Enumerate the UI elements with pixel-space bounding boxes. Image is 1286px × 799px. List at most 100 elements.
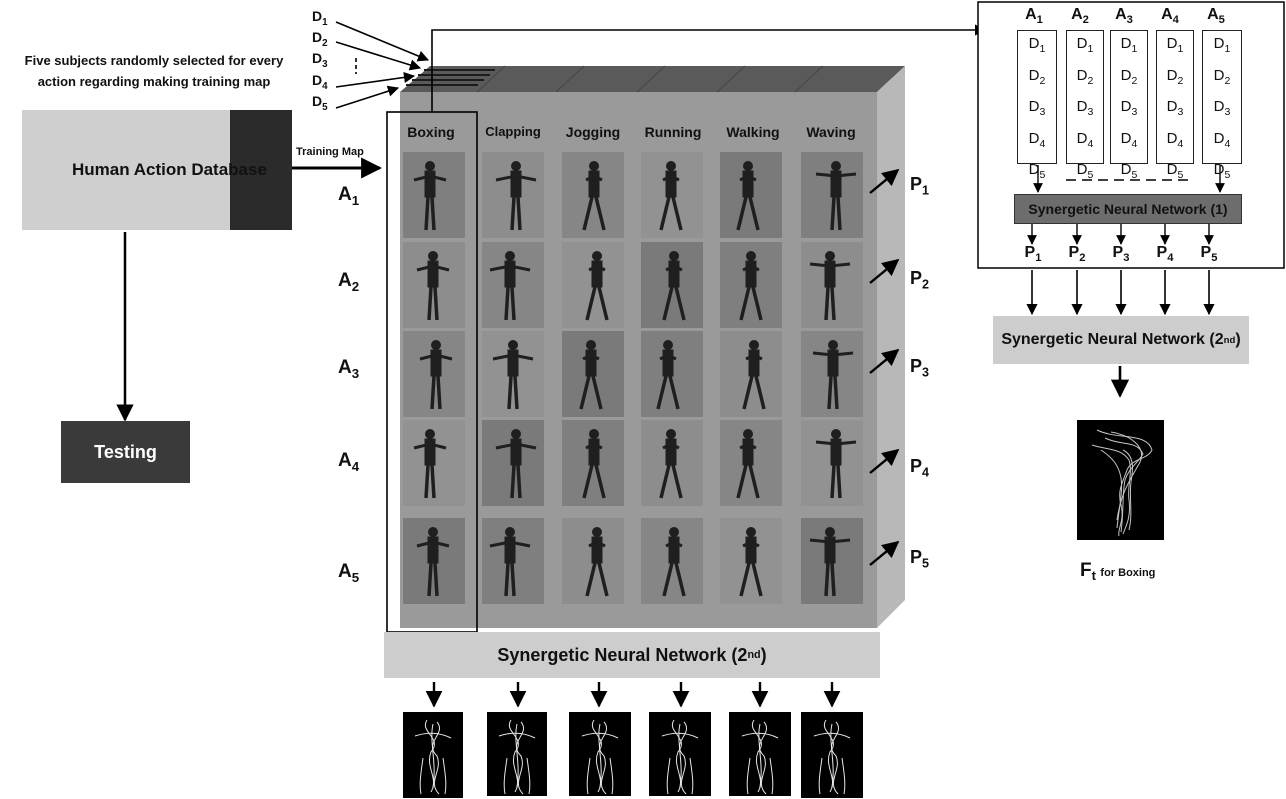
inset-d-value: D1	[1166, 35, 1184, 55]
inset-d-value: D1	[1076, 35, 1094, 55]
inset-d-value: D5	[1028, 161, 1046, 181]
inset-d-value: D1	[1028, 35, 1046, 55]
ft-caption: Ft for Boxing	[1080, 560, 1156, 584]
inset-a1: A1	[1025, 6, 1043, 27]
column-header-clapping: Clapping	[485, 124, 541, 139]
person-silhouette	[656, 340, 680, 410]
person-silhouette	[809, 251, 851, 321]
frame-walking-a2	[720, 242, 782, 328]
person-silhouette	[413, 161, 447, 231]
snn1-box: Synergetic Neural Network (1)	[1014, 194, 1242, 224]
person-silhouette	[815, 429, 857, 499]
frame-waving-a3	[801, 331, 863, 417]
person-silhouette	[739, 527, 763, 597]
inset-d-value: D5	[1213, 161, 1231, 181]
testing-label: Testing	[94, 441, 157, 462]
frame-boxing-a1	[403, 152, 465, 238]
inset-d-value: D5	[1120, 161, 1138, 181]
note-line-1: Five subjects randomly selected for ever…	[24, 53, 284, 68]
inset-d-value: D3	[1120, 98, 1138, 118]
frame-running-a2	[641, 242, 703, 328]
p-label-3: P3	[910, 356, 930, 380]
inset-d-value: D4	[1166, 129, 1184, 150]
inset-p-row: P1 P2 P3 P4 P5	[1014, 244, 1244, 266]
frame-jogging-a4	[562, 420, 624, 506]
frame-clapping-a3	[482, 331, 544, 417]
frame-walking-a5	[720, 518, 782, 604]
d-input-list: D1 D2 D3 D4 D5	[312, 8, 342, 114]
template-thumbnail-jogging	[569, 712, 631, 796]
inset-d-value: D2	[1166, 66, 1184, 87]
person-silhouette	[416, 251, 450, 321]
person-silhouette	[662, 527, 686, 597]
column-header-jogging: Jogging	[565, 124, 621, 140]
template-thumbnail-waving	[801, 712, 863, 798]
note-line-2: action regarding making training map	[37, 74, 271, 89]
frame-walking-a4	[720, 420, 782, 506]
person-silhouette	[585, 527, 609, 597]
inset-d-value: D2	[1076, 66, 1094, 87]
person-silhouette	[736, 429, 760, 499]
person-silhouette	[492, 340, 534, 410]
column-header-walking: Walking	[726, 124, 780, 140]
frame-waving-a1	[801, 152, 863, 238]
person-silhouette	[815, 161, 857, 231]
inset-d-value: D4	[1028, 129, 1046, 150]
person-silhouette	[742, 340, 766, 410]
database-label: Human Action Database	[72, 160, 267, 179]
inset-p4: P4	[1156, 244, 1174, 265]
database-dark-block	[230, 110, 292, 230]
inset-d-value: D2	[1213, 66, 1231, 87]
d-input-4: D4	[312, 72, 328, 92]
person-silhouette	[812, 340, 854, 410]
person-silhouette	[662, 251, 686, 321]
person-silhouette	[495, 161, 537, 231]
row-label-a4: A4	[338, 450, 360, 474]
inset-a3: A3	[1115, 6, 1133, 27]
person-silhouette	[419, 340, 453, 410]
person-silhouette	[582, 161, 606, 231]
template-thumbnail-boxing	[403, 712, 463, 798]
d-input-1: D1	[312, 8, 328, 28]
snn-right-text: Synergetic Neural Network (2	[1001, 331, 1224, 348]
inset-p1: P1	[1024, 244, 1042, 265]
p-label-4: P4	[910, 456, 930, 480]
frame-boxing-a2	[403, 242, 465, 328]
frame-jogging-a3	[562, 331, 624, 417]
inset-d-value: D3	[1028, 98, 1046, 118]
inset-d-value: D5	[1166, 161, 1184, 181]
inset-d-value: D5	[1076, 161, 1094, 181]
frame-waving-a4	[801, 420, 863, 506]
cube-3d	[400, 65, 905, 628]
frame-waving-a5	[801, 518, 863, 604]
frame-jogging-a2	[562, 242, 624, 328]
p-label-5: P5	[910, 547, 930, 571]
frame-boxing-a4	[403, 420, 465, 506]
column-header-waving: Waving	[806, 124, 856, 140]
testing-box: Testing	[61, 421, 190, 483]
frame-running-a5	[641, 518, 703, 604]
inset-d-value: D3	[1213, 98, 1231, 118]
person-silhouette	[809, 527, 851, 597]
frame-boxing-a3	[403, 331, 465, 417]
person-silhouette	[659, 161, 683, 231]
frame-walking-a3	[720, 331, 782, 417]
inset-a5: A5	[1207, 6, 1225, 27]
ft-figure-texture	[1091, 429, 1153, 537]
snn-bottom-text: Synergetic Neural Network (2	[497, 644, 748, 665]
d-input-2: D2	[312, 29, 328, 49]
training-map-label: Training Map	[296, 146, 364, 158]
inset-d-value: D2	[1120, 66, 1138, 87]
database-block	[22, 110, 230, 230]
frame-running-a1	[641, 152, 703, 238]
inset-d-value: D2	[1028, 66, 1046, 87]
row-label-a3: A3	[338, 357, 360, 381]
